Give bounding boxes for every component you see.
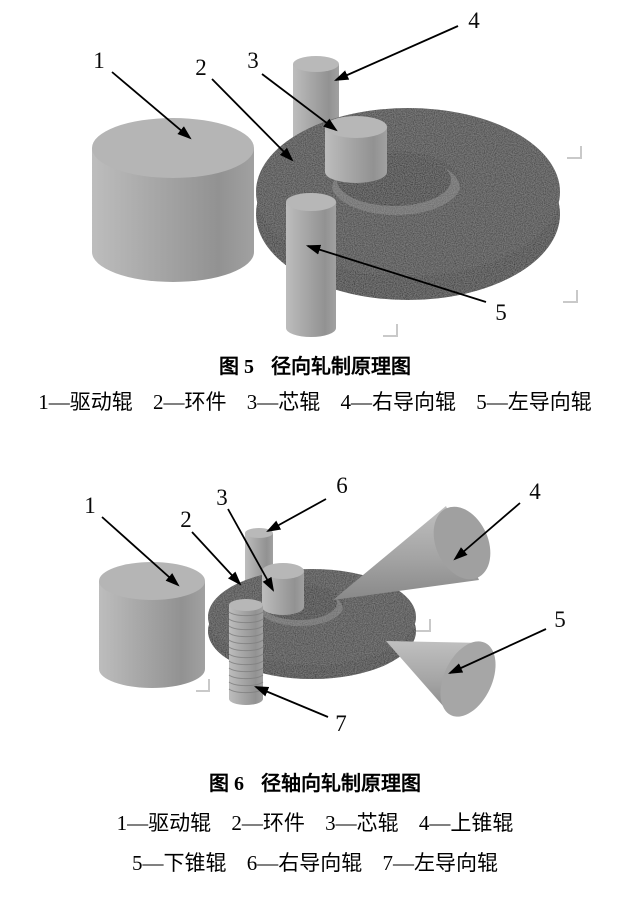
- part-label-3: 3: [216, 485, 228, 510]
- leader-arrow-3: [261, 73, 338, 132]
- legend-item-4: 4—右导向辊: [340, 390, 457, 414]
- lower-cone-base: [440, 641, 496, 717]
- leader-arrow-1: [101, 516, 180, 587]
- leader-arrow-7: [254, 686, 329, 718]
- corner-mark: [563, 290, 578, 303]
- legend-item-1: 1—驱动辊: [116, 811, 212, 835]
- drive-roller: [99, 562, 205, 688]
- left-guide-roller: [286, 193, 336, 337]
- corner-mark: [196, 679, 210, 692]
- legend-item-6: 6—右导向辊: [246, 851, 363, 875]
- leader-arrows: [111, 25, 487, 303]
- left-guide-roller-body: [286, 202, 336, 337]
- figure5-number: 图 5: [219, 356, 254, 378]
- core-roller-body: [325, 127, 387, 183]
- leader-arrow-1: [111, 71, 192, 140]
- figure6-number: 图 6: [209, 773, 244, 795]
- upper-cone-base: [433, 506, 491, 580]
- part-label-2: 2: [195, 55, 207, 80]
- part-number-labels: 1 2 3 6 4 5 7: [84, 473, 566, 736]
- part-label-1: 1: [84, 493, 96, 518]
- figure6-radial-axial-rolling-diagram: 1 2 3 6 4 5 7: [84, 473, 566, 736]
- drive-roller-body: [99, 581, 205, 688]
- leader-arrow-4: [334, 25, 459, 81]
- legend-item-3: 3—芯辊: [325, 811, 399, 835]
- core-roller-top: [262, 563, 304, 579]
- legend-item-3: 3—芯辊: [246, 390, 321, 414]
- figure5-legend: 1—驱动辊 2—环件 3—芯辊 4—右导向辊 5—左导向辊: [0, 389, 630, 415]
- leader-arrows: [101, 498, 547, 718]
- figure6-title: 径轴向轧制原理图: [261, 773, 421, 795]
- drive-roller: [92, 118, 254, 282]
- part-label-5: 5: [495, 300, 507, 325]
- left-guide-roller-stripes: [228, 611, 264, 694]
- part-label-1: 1: [93, 48, 105, 73]
- leader-arrow-4: [453, 502, 521, 561]
- leader-arrow-2: [211, 78, 294, 162]
- core-roller-top: [325, 116, 387, 138]
- part-label-6: 6: [336, 473, 348, 498]
- corner-mark: [416, 619, 431, 632]
- legend-item-5: 5—左导向辊: [476, 390, 592, 414]
- legend-item-2: 2—环件: [153, 390, 227, 414]
- part-label-2: 2: [180, 507, 192, 532]
- figure6-legend-line1: 1—驱动辊 2—环件 3—芯辊 4—上锥辊: [0, 810, 630, 836]
- part-label-4: 4: [529, 479, 541, 504]
- left-guide-roller: [228, 599, 264, 705]
- legend-item-5: 5—下锥辊: [132, 851, 227, 875]
- part-number-labels: 1 2 3 4 5: [93, 8, 507, 325]
- leader-arrow-5: [448, 628, 547, 674]
- leader-arrow-6: [266, 498, 327, 533]
- leader-arrow-3: [227, 508, 275, 592]
- left-guide-roller-body: [229, 605, 263, 705]
- drive-roller-body: [92, 148, 254, 282]
- right-guide-roller-top: [293, 56, 339, 72]
- drive-roller-top: [92, 118, 254, 178]
- part-label-4: 4: [468, 8, 480, 33]
- core-roller: [262, 563, 304, 615]
- part-label-7: 7: [335, 711, 347, 736]
- figure5-radial-rolling-diagram: 1 2 3 4 5: [92, 8, 582, 337]
- figure6-caption: 图 6 径轴向轧制原理图: [0, 771, 630, 797]
- figure5-caption: 图 5 径向轧制原理图: [0, 354, 630, 380]
- figure5-title: 径向轧制原理图: [271, 356, 411, 378]
- upper-cone-roller: [333, 506, 491, 600]
- left-guide-roller-top: [286, 193, 336, 211]
- corner-mark: [567, 146, 582, 159]
- legend-item-7: 7—左导向辊: [382, 851, 499, 875]
- right-guide-roller-top: [245, 528, 273, 538]
- left-guide-roller-top: [229, 599, 263, 611]
- lower-cone-roller: [386, 641, 496, 717]
- legend-item-2: 2—环件: [231, 811, 305, 835]
- drive-roller-top: [99, 562, 205, 600]
- part-label-5: 5: [554, 607, 566, 632]
- leader-arrow-2: [191, 531, 242, 586]
- core-roller: [325, 116, 387, 183]
- leader-arrow-5: [305, 244, 487, 303]
- legend-item-4: 4—上锥辊: [418, 811, 514, 835]
- legend-item-1: 1—驱动辊: [38, 390, 133, 414]
- part-label-3: 3: [247, 48, 259, 73]
- figure6-legend-line2: 5—下锥辊 6—右导向辊 7—左导向辊: [0, 850, 630, 876]
- corner-mark: [383, 324, 398, 337]
